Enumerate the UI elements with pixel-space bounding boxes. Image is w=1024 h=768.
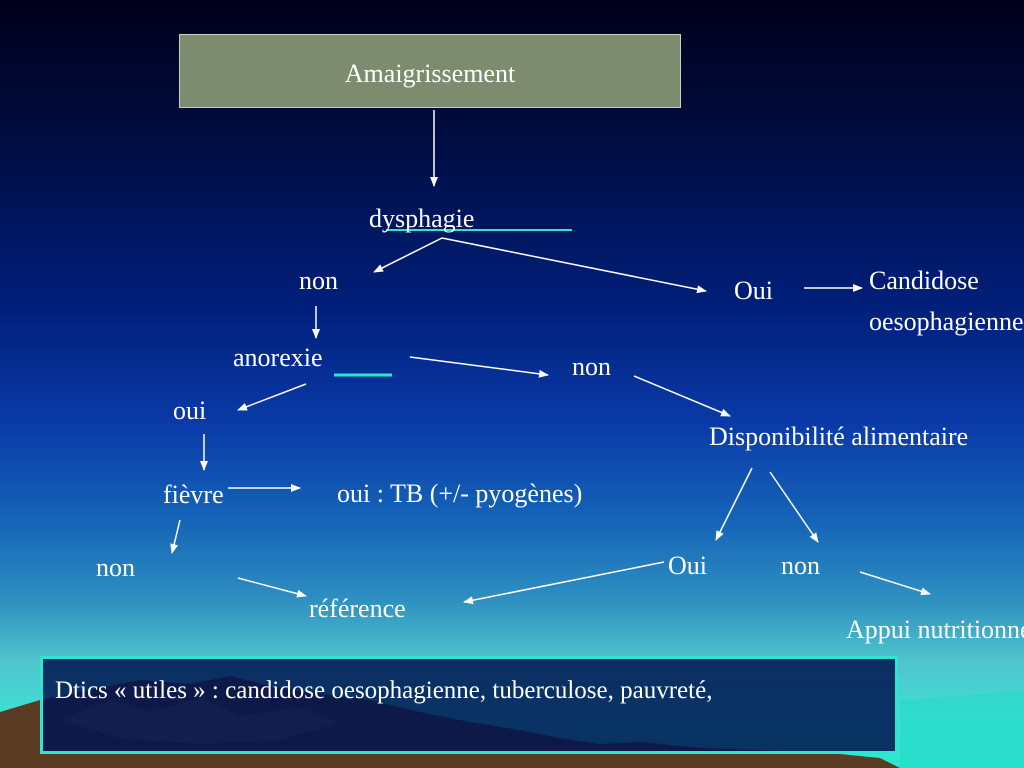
node-candidose-line1: Candidose (869, 266, 979, 295)
note-box: Dtics « utiles » : candidose oesophagien… (40, 656, 898, 754)
node-non-fievre: non (96, 553, 135, 582)
node-non-anorexie: non (572, 352, 611, 381)
note-text: Dtics « utiles » : candidose oesophagien… (55, 677, 713, 704)
arrow-non-to-reference (237, 577, 307, 598)
node-fievre: fièvre (163, 480, 224, 509)
arrow-anorexie-to-oui (237, 383, 307, 411)
node-dysphagie: dysphagie (369, 204, 475, 233)
arrow-disponibilite-to-non (769, 471, 819, 543)
node-tb: oui : TB (+/- pyogènes) (337, 479, 583, 508)
node-appui: Appui nutritionnel (846, 615, 1024, 644)
node-oui-dysphagie: Oui (734, 276, 773, 305)
water-shape (900, 690, 1024, 768)
arrow-non-to-disponibilite (633, 375, 731, 417)
arrow-disponibilite-to-oui (715, 467, 753, 541)
node-anorexie: anorexie (233, 343, 323, 372)
node-non-disponibilite: non (781, 551, 820, 580)
node-oui-anorexie: oui (173, 396, 207, 425)
arrow-fievre-to-non (170, 519, 181, 554)
arrow-non-to-appui (859, 571, 931, 596)
title-text: Amaigrissement (344, 59, 516, 88)
arrow-anorexie-to-non (409, 356, 549, 378)
node-non-dysphagie: non (299, 266, 338, 295)
node-reference: référence (309, 594, 406, 623)
arrow-dysphagie-to-non (373, 237, 443, 273)
node-oui-disponibilite: Oui (668, 551, 707, 580)
arrow-dysphagie-to-oui (441, 237, 707, 294)
title-box: Amaigrissement (179, 34, 681, 108)
node-candidose-line2: oesophagienne (869, 307, 1024, 336)
node-disponibilite: Disponibilité alimentaire (709, 422, 969, 451)
arrow-oui-to-reference (463, 561, 665, 605)
